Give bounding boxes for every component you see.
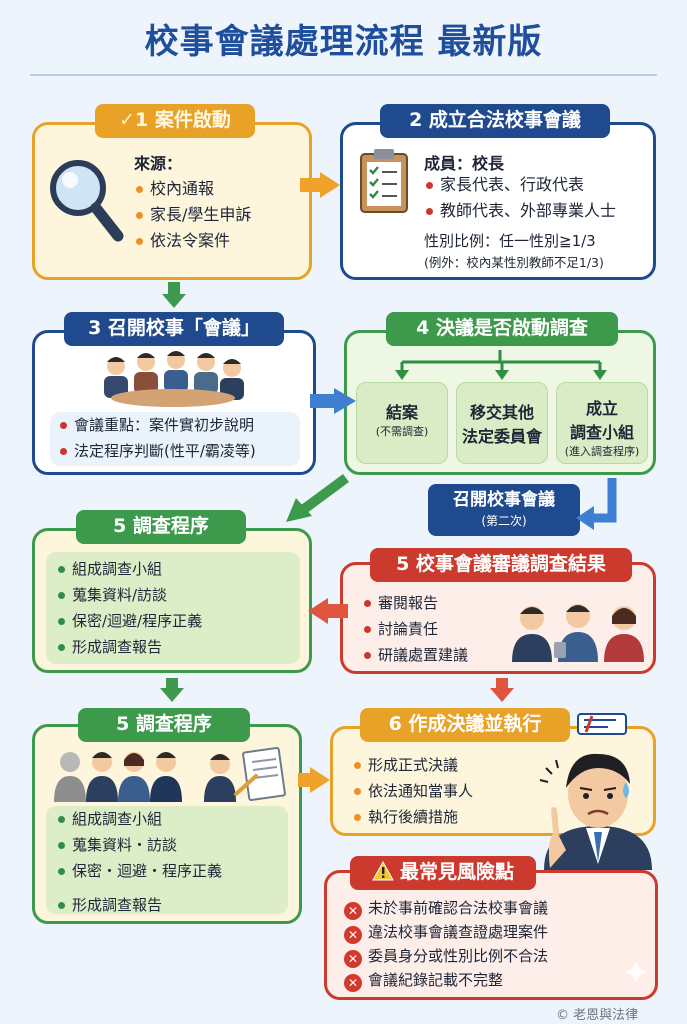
pen-note-icon — [577, 713, 627, 735]
arrow-5a-to-5c — [160, 678, 184, 702]
option-label-line2: 調查小組 — [569, 423, 634, 442]
worried-man-icon — [539, 753, 652, 870]
step5c-list: 組成調查小組 蒐集資料・訪談 保密・迴避・程序正義 形成調查報告 — [56, 806, 222, 918]
list-item: 校內通報 — [134, 176, 251, 202]
x-circle-icon: ✕ — [344, 950, 362, 968]
arrow-5c-to-6 — [298, 767, 330, 793]
list-item: 執行後續措施 — [352, 804, 473, 830]
option-label-line1: 成立 — [585, 399, 618, 418]
step5b-list: 審閱報告 討論責任 研議處置建議 — [362, 590, 468, 668]
risk-item: ✕會議紀錄記載不完整 — [344, 968, 503, 992]
list-item: 形成正式決議 — [352, 752, 473, 778]
list-item: 依法通知當事人 — [352, 778, 473, 804]
step5c-tag: 5 調查程序 — [78, 708, 250, 742]
step1-source-label: 來源： — [134, 154, 183, 173]
meeting-people-icon — [104, 351, 244, 407]
check-icon: ✓ — [119, 109, 136, 131]
option-note: (進入調查程序) — [564, 445, 640, 458]
risk-item: ✕違法校事會議查證處理案件 — [344, 920, 548, 944]
step5a-panel — [46, 552, 300, 664]
option-close-case: 結案 (不需調查) — [356, 382, 448, 464]
step5c-panel — [46, 806, 288, 914]
x-circle-icon: ✕ — [344, 902, 362, 920]
option-transfer: 移交其他 法定委員會 — [456, 382, 548, 464]
list-item: 討論責任 — [362, 616, 468, 642]
list-item: 教師代表、外部專業人士 — [424, 198, 616, 224]
option-note: (不需調查) — [375, 425, 429, 438]
list-item: 蒐集資料・訪談 — [56, 832, 222, 858]
arrow-5b-to-6 — [490, 678, 514, 702]
list-item: 形成調查報告 — [56, 634, 202, 660]
list-item: 會議重點：案件實初步說明 — [58, 412, 256, 438]
committee-people-icon — [512, 604, 644, 662]
option-form-team: 成立 調查小組 (進入調查程序) — [556, 382, 648, 464]
step2-members-label: 成員：校長 — [424, 154, 505, 173]
step5b-tag: 5 校事會議審議調查結果 — [370, 548, 632, 582]
step2-list: 家長代表、行政代表 教師代表、外部專業人士 — [424, 172, 616, 224]
risk-tag: 最常見風險點 — [350, 856, 536, 890]
step5a-tag: 5 調查程序 — [76, 510, 246, 544]
list-item: 組成調查小組 — [56, 806, 222, 832]
risk-item: ✕委員身分或性別比例不合法 — [344, 944, 548, 968]
list-item: 保密/迴避/程序正義 — [56, 608, 202, 634]
list-item: 保密・迴避・程序正義 — [56, 858, 222, 884]
step6-tag: 6 作成決議並執行 — [360, 708, 570, 742]
second-meeting-note: (第二次) — [481, 514, 527, 528]
arrow-3-to-4 — [310, 388, 356, 414]
magnifier-icon — [50, 160, 124, 242]
option-label-line1: 移交其他 — [469, 403, 534, 422]
step3-points-panel — [50, 412, 300, 466]
step6-list: 形成正式決議 依法通知當事人 執行後續措施 — [352, 752, 473, 830]
clipboard-icon — [360, 149, 408, 213]
list-item: 組成調查小組 — [56, 556, 202, 582]
step4-branch-lines — [395, 350, 607, 380]
arrow-4-to-5b — [576, 478, 617, 530]
list-item: 家長/學生申訴 — [134, 202, 251, 228]
step5a-list: 組成調查小組 蒐集資料/訪談 保密/迴避/程序正義 形成調查報告 — [56, 556, 202, 660]
list-item: 形成調查報告 — [56, 892, 222, 918]
list-item: 審閱報告 — [362, 590, 468, 616]
option-label: 結案 — [385, 403, 418, 422]
step4-tag: 4 決議是否啟動調查 — [386, 312, 618, 346]
risk-item: ✕未於事前確認合法校事會議 — [344, 896, 548, 920]
sparkle-icon — [624, 960, 648, 984]
step3-tag: 3 召開校事「會議」 — [64, 312, 284, 346]
x-circle-icon: ✕ — [344, 974, 362, 992]
list-item: 研議處置建議 — [362, 642, 468, 668]
step3-list: 會議重點：案件實初步說明 法定程序判斷(性平/霸凌等) — [58, 412, 256, 464]
investigators-icon — [54, 746, 286, 802]
step2-gender-ratio: 性別比例：任一性別≧1/3 — [424, 232, 596, 250]
second-meeting-label: 召開校事會議 — [453, 490, 555, 510]
footer-credit: © 老恩與法律 — [556, 1008, 639, 1023]
list-item: 蒐集資料/訪談 — [56, 582, 202, 608]
step2-tag: 2 成立合法校事會議 — [380, 104, 610, 138]
list-item: 家長代表、行政代表 — [424, 172, 616, 198]
arrow-1-to-2 — [300, 172, 340, 198]
arrow-1-to-3 — [162, 282, 186, 308]
arrow-4-to-5a — [286, 473, 349, 522]
x-circle-icon: ✕ — [344, 926, 362, 944]
step2-exception: (例外：校內某性別教師不足1/3) — [424, 255, 604, 270]
arrow-5b-to-5a — [308, 598, 348, 624]
risk-box — [324, 870, 658, 1000]
list-item: 依法令案件 — [134, 228, 251, 254]
step1-tag: ✓1 案件啟動 — [95, 104, 255, 138]
list-item: 法定程序判斷(性平/霸凌等) — [58, 438, 256, 464]
second-meeting-badge: 召開校事會議 (第二次) — [428, 484, 580, 536]
page-title: 校事會議處理流程 最新版 — [144, 22, 543, 62]
title-divider — [30, 74, 657, 76]
warning-icon — [372, 860, 394, 881]
option-label-line2: 法定委員會 — [461, 427, 542, 446]
step1-list: 校內通報 家長/學生申訴 依法令案件 — [134, 176, 251, 254]
